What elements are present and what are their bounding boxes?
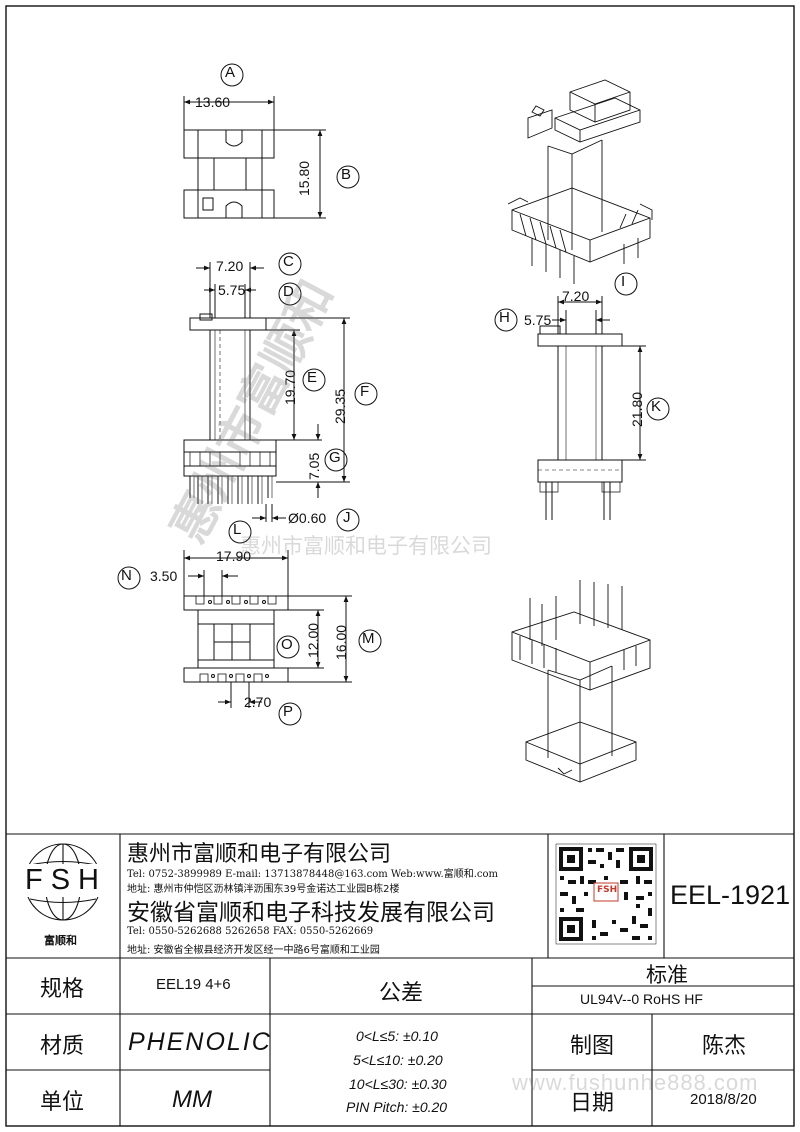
title-block-grid	[6, 833, 794, 1126]
company2-name: 安徽省富顺和电子科技发展有限公司	[127, 900, 495, 926]
label-d: D	[283, 283, 294, 300]
part-number: EEL-1921	[670, 880, 791, 910]
label-i: I	[621, 273, 626, 290]
spec-label: 规格	[40, 977, 85, 1002]
company1-address: 地址: 惠州市仲恺区沥林镇泮沥围东39号金诺达工业园B栋2楼	[127, 884, 400, 895]
tolerance-line-1: 0<L≤5: ±0.10	[356, 1028, 438, 1044]
dim-g-value: 7.05	[306, 452, 322, 480]
front-view	[183, 313, 277, 504]
label-circle-m	[358, 629, 382, 653]
label-circle-k	[646, 397, 670, 421]
top-view	[183, 129, 275, 219]
unit-value: MM	[172, 1086, 212, 1113]
date-label: 日期	[570, 1091, 615, 1116]
label-e: E	[307, 369, 318, 386]
dim-h-value: 5.75	[524, 312, 552, 328]
label-m: M	[362, 630, 375, 647]
label-g: G	[329, 449, 341, 466]
label-c: C	[283, 253, 294, 270]
label-circle-n	[117, 566, 141, 590]
label-j: J	[343, 509, 351, 526]
label-l: L	[233, 521, 242, 538]
label-h: H	[499, 309, 510, 326]
label-circle-i	[614, 272, 638, 296]
bottom-view	[183, 595, 289, 683]
tolerance-line-2: 5<L≤10: ±0.20	[353, 1052, 443, 1068]
qr-logo-icon: FSH	[597, 885, 618, 895]
label-circle-l	[228, 520, 252, 544]
date-value: 2018/8/20	[690, 1091, 757, 1108]
dim-l-value: 17.90	[216, 548, 252, 564]
label-n: N	[121, 567, 132, 584]
dim-k-value: 21.80	[629, 391, 645, 427]
drawn-label: 制图	[570, 1034, 615, 1059]
label-k: K	[651, 398, 662, 415]
label-circle-o	[276, 635, 300, 659]
qr-code	[555, 843, 657, 945]
dim-a-value: 13.60	[195, 94, 231, 110]
dim-d-value: 5.75	[218, 282, 246, 298]
label-circle-h	[494, 308, 518, 332]
dim-i-value: 7.20	[562, 288, 590, 304]
label-circle-d	[278, 282, 302, 306]
label-b: B	[341, 166, 352, 183]
tolerance-label: 公差	[379, 981, 424, 1006]
material-value: PHENOLIC	[128, 1028, 272, 1056]
side-view	[537, 325, 623, 520]
dim-m-value: 16.00	[333, 624, 349, 660]
label-circle-j	[336, 508, 360, 532]
label-circle-f	[354, 382, 378, 406]
tolerance-line-4: PIN Pitch: ±0.20	[346, 1099, 448, 1115]
isometric-view-top	[507, 79, 653, 284]
dim-c-value: 7.20	[216, 258, 244, 274]
dim-n-value: 3.50	[150, 568, 178, 584]
label-p: P	[283, 703, 294, 720]
label-circle-b	[336, 165, 360, 189]
company1-name: 惠州市富顺和电子有限公司	[127, 842, 392, 867]
dim-b-value: 15.80	[296, 160, 312, 196]
dim-p-value: 2.70	[244, 694, 272, 710]
label-circle-p	[278, 702, 302, 726]
company2-address: 地址: 安徽省全椒县经济开发区经一中路6号富顺和工业园	[127, 945, 380, 956]
spec-value: EEL19 4+6	[156, 976, 231, 993]
label-o: O	[281, 636, 293, 653]
company2-contact: Tel: 0550-5262688 5262658 FAX: 0550-5262…	[127, 926, 374, 937]
standard-label: 标准	[646, 963, 688, 987]
label-f: F	[360, 383, 370, 400]
drawn-value: 陈杰	[702, 1034, 747, 1059]
logo-letters: FSH	[23, 864, 109, 897]
company1-contact: Tel: 0752-3899989 E-mail: 13713878448@16…	[127, 869, 498, 880]
label-circle-g	[324, 448, 348, 472]
sheet-border	[5, 5, 795, 1127]
label-circle-e	[302, 368, 326, 392]
label-circle-c	[278, 252, 302, 276]
unit-label: 单位	[40, 1090, 85, 1115]
dim-f-value: 29.35	[332, 388, 348, 424]
dim-o-value: 12.00	[305, 622, 321, 658]
label-circle-a	[220, 63, 244, 87]
isometric-view-bottom	[511, 580, 651, 783]
watermark-bottom: www.fushunhe888.com	[512, 1070, 759, 1095]
watermark-center: 惠州市富顺和电子有限公司	[240, 534, 492, 558]
standard-value: UL94V--0 RoHS HF	[580, 991, 703, 1007]
material-label: 材质	[40, 1034, 85, 1059]
dim-j-value: Ø0.60	[288, 510, 327, 526]
logo-caption: 富顺和	[44, 934, 77, 947]
tolerance-line-3: 10<L≤30: ±0.30	[349, 1076, 447, 1092]
label-a: A	[225, 64, 236, 81]
